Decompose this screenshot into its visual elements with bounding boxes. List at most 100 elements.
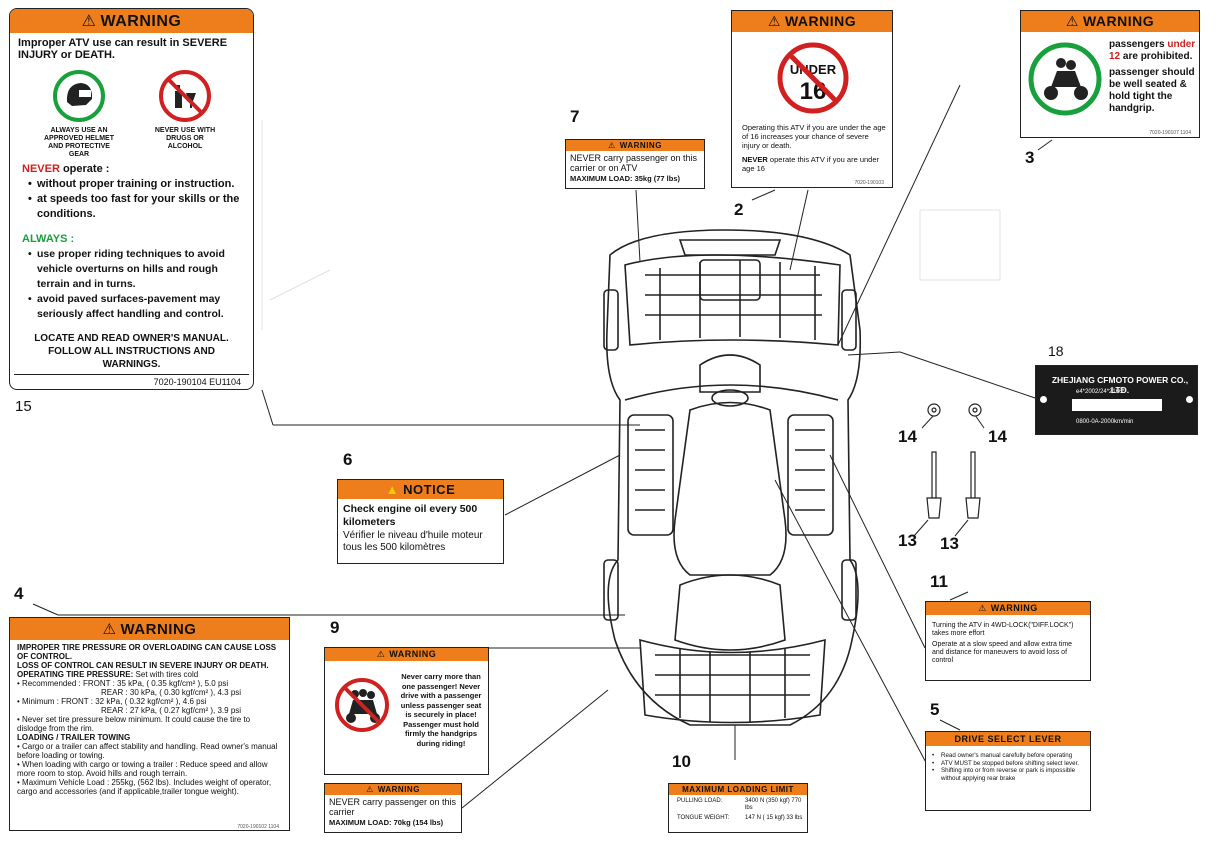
warning-triangle-icon: ⚠ xyxy=(608,141,616,150)
label-4-warning: ⚠WARNING IMPROPER TIRE PRESSURE OR OVERL… xyxy=(9,617,290,831)
label-11-t1: Turning the ATV in 4WD-LOCK("DIFF.LOCK")… xyxy=(932,622,1074,637)
label-3-text: passengers under 12 are prohibited. pass… xyxy=(1109,39,1196,114)
list-item: Read owner's manual carefully before ope… xyxy=(932,752,1084,760)
label-15-code: 7020-190104 EU1104 xyxy=(153,377,241,387)
callout-2: 2 xyxy=(734,200,744,219)
warning-triangle-icon: ⚠ xyxy=(376,649,386,659)
label-9-warning: ⚠WARNING Never carry more than one passe… xyxy=(324,647,489,775)
label-9-text: Never carry more than one passenger! Nev… xyxy=(400,672,482,748)
label-15-icon1-caption: ALWAYS USE AN APPROVED HELMET AND PROTEC… xyxy=(43,127,114,158)
label-5-list: Read owner's manual carefully before ope… xyxy=(926,746,1090,782)
warning-triangle-icon: ⚠ xyxy=(366,785,374,794)
list-item: without proper training or instruction. xyxy=(28,177,241,192)
sign-16-text: 16 xyxy=(800,78,827,105)
label-4-min-rear: REAR : 27 kPa, ( 0.27 kgf/cm² ), 3.9 psi xyxy=(101,706,242,715)
callout-18: 18 xyxy=(1048,343,1064,359)
label-10-loading-limit: MAXIMUM LOADING LIMIT PULLING LOAD: 3400… xyxy=(668,783,808,833)
label-18-approval: e4*2002/24*2166* xyxy=(1076,389,1125,395)
label-6-fr: Vérifier le niveau d'huile moteur tous l… xyxy=(343,530,483,553)
callout-9: 9 xyxy=(330,618,340,637)
warning-triangle-icon: ⚠ xyxy=(767,13,781,29)
label-15-header: ⚠WARNING xyxy=(10,9,253,33)
label-11-header: ⚠WARNING xyxy=(926,602,1090,615)
under-16-sign-icon: UNDER 16 xyxy=(777,42,849,114)
rivet-graphics xyxy=(926,451,981,519)
label-2-header: ⚠WARNING xyxy=(732,11,892,32)
label-4-b3: • Maximum Vehicle Load : 255kg, (562 lbs… xyxy=(17,778,272,796)
no-alcohol-icon xyxy=(159,70,211,122)
label-15-never-line: NEVER operate : xyxy=(22,163,110,175)
callout-13a: 13 xyxy=(898,531,917,550)
label-15-always-list: use proper riding techniques to avoid ve… xyxy=(22,247,241,322)
helmet-icon xyxy=(53,70,105,122)
label-10-r2k: TONGUE WEIGHT: xyxy=(677,815,730,821)
label-7-header: ⚠WARNING xyxy=(566,140,704,151)
label-8-line1: NEVER carry passenger on this carrier xyxy=(329,797,457,817)
list-item: use proper riding techniques to avoid ve… xyxy=(28,247,241,292)
callout-6: 6 xyxy=(343,450,353,469)
callout-3: 3 xyxy=(1025,148,1035,167)
label-7-warning: ⚠WARNING NEVER carry passenger on this c… xyxy=(565,139,705,189)
label-15-warning: ⚠WARNING Improper ATV use can result in … xyxy=(9,8,254,390)
label-4-l1: IMPROPER TIRE PRESSURE OR OVERLOADING CA… xyxy=(17,643,277,661)
label-18-footer: 0800-0A-2000km/min xyxy=(1076,419,1134,425)
label-4-header: ⚠WARNING xyxy=(10,618,289,640)
label-15-always: ALWAYS : xyxy=(22,233,75,245)
atv-body xyxy=(603,229,862,726)
label-8-warning: ⚠WARNING NEVER carry passenger on this c… xyxy=(324,783,462,833)
label-15-footer: LOCATE AND READ OWNER'S MANUAL. FOLLOW A… xyxy=(34,333,229,370)
list-item: avoid paved surfaces-pavement may seriou… xyxy=(28,292,241,322)
label-10-r1v: 3400 N (350 kgf) 770 lbs xyxy=(745,798,802,811)
label-4-b1: • Cargo or a trailer can affect stabilit… xyxy=(17,742,278,760)
label-4-rec: • Recommended : FRONT : 35 kPa, ( 0.35 k… xyxy=(17,679,229,688)
callout-11: 11 xyxy=(930,572,948,591)
list-item: Shifting into or from reverse or park is… xyxy=(932,767,1084,782)
label-15-icon2-caption: NEVER USE WITH DRUGS OR ALCOHOL xyxy=(154,127,216,150)
label-9-header: ⚠WARNING xyxy=(325,648,488,661)
label-11-t2: Operate at a slow speed and allow extra … xyxy=(932,641,1073,664)
label-18-company: ZHEJIANG CFMOTO POWER CO., LTD. xyxy=(1051,375,1189,395)
label-6-en: Check engine oil every 500 kilometers xyxy=(343,503,478,528)
label-18-vin-field xyxy=(1072,399,1162,411)
callout-15: 15 xyxy=(15,398,32,415)
passenger-icon xyxy=(1028,42,1102,116)
label-4-loading: LOADING / TRAILER TOWING xyxy=(17,733,131,742)
label-2-warning: ⚠WARNING UNDER 16 Operating this ATV if … xyxy=(731,10,893,188)
label-6-header: ▲NOTICE xyxy=(338,480,503,499)
label-4-min: • Minimum : FRONT : 32 kPa, ( 0.32 kgf/c… xyxy=(17,697,207,706)
warning-triangle-icon: ▲ xyxy=(385,482,400,497)
label-10-r2v: 147 N ( 15 kgf) 33 lbs xyxy=(745,815,803,821)
rivet-hole-icon xyxy=(1186,396,1193,403)
callout-13b: 13 xyxy=(940,534,959,553)
label-4-never-set: • Never set tire pressure below minimum.… xyxy=(17,715,251,733)
callout-4: 4 xyxy=(14,584,24,603)
label-18-nameplate: ZHEJIANG CFMOTO POWER CO., LTD. e4*2002/… xyxy=(1035,365,1198,435)
label-4-code: 7020-190102 1104 xyxy=(237,824,279,830)
label-5-header: DRIVE SELECT LEVER xyxy=(926,732,1090,746)
warning-triangle-icon: ⚠ xyxy=(81,13,97,30)
label-11-warning: ⚠WARNING Turning the ATV in 4WD-LOCK("DI… xyxy=(925,601,1091,681)
label-7-line1: NEVER carry passenger on this carrier or… xyxy=(570,153,698,173)
callout-5: 5 xyxy=(930,700,940,719)
callout-14b: 14 xyxy=(988,427,1007,446)
label-10-header: MAXIMUM LOADING LIMIT xyxy=(669,784,807,795)
label-6-notice: ▲NOTICE Check engine oil every 500 kilom… xyxy=(337,479,504,564)
list-item: at speeds too fast for your skills or th… xyxy=(28,192,241,222)
warning-triangle-icon: ⚠ xyxy=(978,603,987,613)
label-15-intro: Improper ATV use can result in SEVERE IN… xyxy=(18,37,228,61)
label-10-r1k: PULLING LOAD: xyxy=(677,798,723,804)
label-2-text1: Operating this ATV if you are under the … xyxy=(742,123,886,150)
label-4-rec-rear: REAR : 30 kPa, ( 0.30 kgf/cm² ), 4.3 psi xyxy=(101,688,242,697)
label-2-code: 7020-190103 xyxy=(854,180,884,186)
label-5-drive-select-lever: DRIVE SELECT LEVER Read owner's manual c… xyxy=(925,731,1091,811)
no-passenger-icon xyxy=(335,678,389,732)
label-2-text2: NEVER operate this ATV if you are under … xyxy=(742,155,880,173)
label-8-line2: MAXIMUM LOAD: 70kg (154 lbs) xyxy=(329,818,444,827)
label-3-code: 7020-190107 1104 xyxy=(1149,130,1191,136)
label-4-b2: • When loading with cargo or towing a tr… xyxy=(17,760,268,778)
warning-triangle-icon: ⚠ xyxy=(102,621,117,638)
label-15-never-list: without proper training or instruction. … xyxy=(22,177,241,222)
list-item: ATV MUST be stopped before shifting sele… xyxy=(932,760,1084,768)
label-3-warning: ⚠WARNING passengers under 12 are prohibi… xyxy=(1020,10,1200,138)
